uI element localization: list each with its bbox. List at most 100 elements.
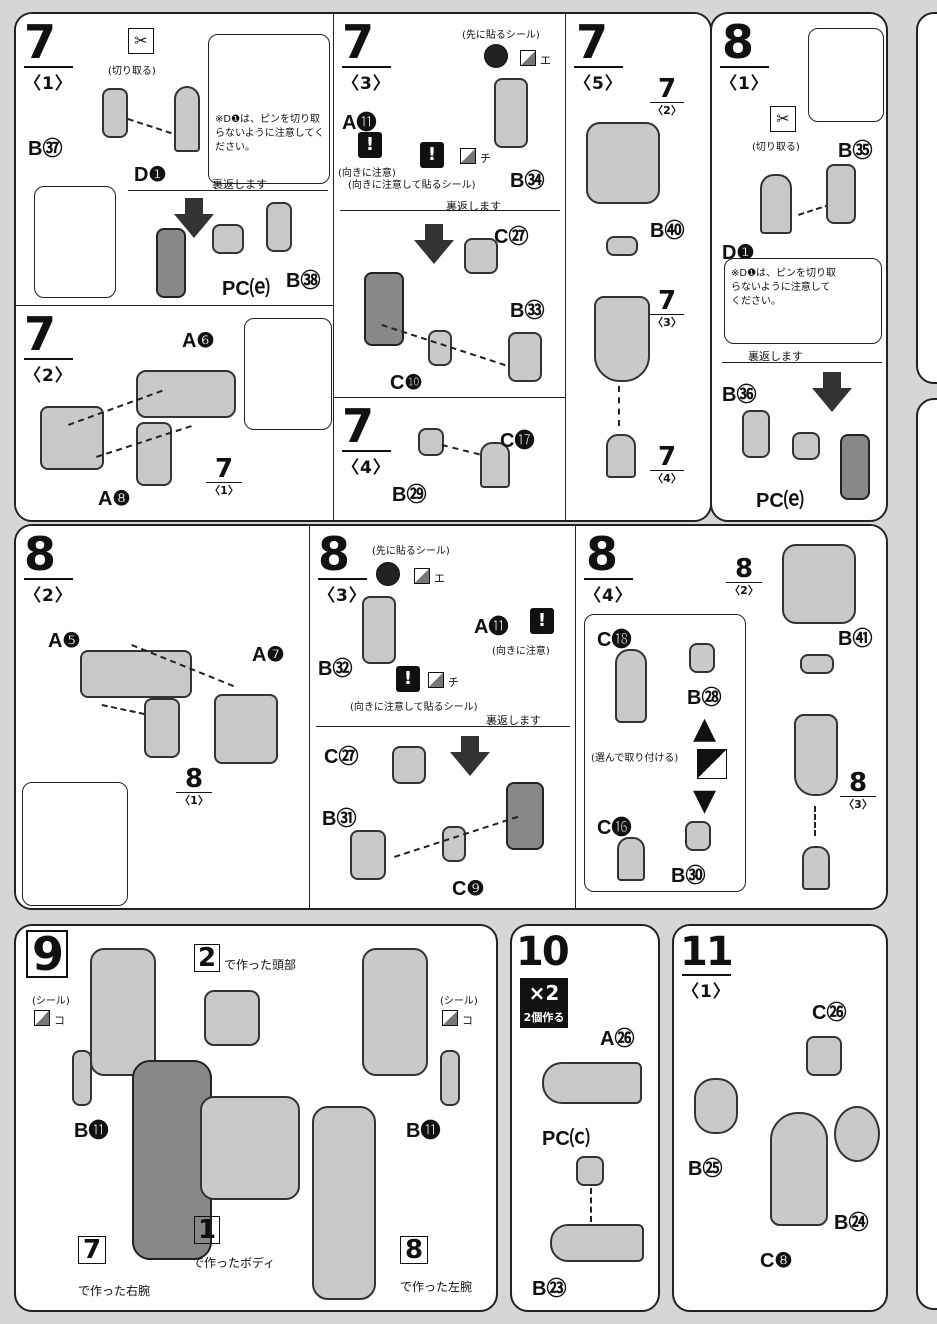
nipper-icon: ✂ (770, 106, 796, 132)
step-number: 7 (342, 15, 374, 69)
part-piece (418, 428, 444, 456)
part-piece (594, 296, 650, 382)
seal-icon (428, 672, 444, 688)
direction-note: (向きに注意) (492, 646, 550, 657)
part-piece (392, 746, 426, 784)
part-piece (806, 1036, 842, 1076)
step-number: 7 (24, 307, 56, 361)
substep-label: 〈4〉 (342, 450, 391, 478)
part-piece (792, 432, 820, 460)
dashed-arrow (127, 118, 172, 135)
step-number: 9 (26, 930, 69, 978)
step-reference: 7 〈3〉 (650, 288, 684, 328)
step-8-4: 8 〈4〉 8 〈2〉 B㊶ C⓲ B㉘ (選んで取り付ける) ▲ ▼ C⓰ B… (576, 526, 886, 908)
seal-note: (シール) (32, 996, 70, 1007)
step-7-2: 7 〈2〉 A❻ A❽ 7 〈1〉 (16, 306, 334, 520)
part-piece (606, 236, 638, 256)
down-arrow (812, 372, 852, 412)
part-piece (550, 1224, 644, 1262)
step-number: 8 (318, 527, 350, 581)
part-label: PC⒠ (756, 490, 804, 512)
ref-number: 1 (197, 1215, 217, 1245)
part-label: C❾ (452, 878, 485, 900)
part-label: C㉖ (812, 1002, 847, 1024)
part-piece (364, 272, 404, 346)
step-7-panel: 7 〈1〉 ✂ (切り取る) B㊲ D❶ ※D❶は、ピンを切り取らないように注意… (14, 12, 712, 522)
seal-code: コ (462, 1014, 473, 1027)
part-label: B㉝ (510, 300, 545, 322)
choose-note: (選んで取り付ける) (591, 753, 679, 764)
multiplier-badge: ×2 (520, 978, 568, 1008)
seal-code: チ (480, 152, 491, 165)
divider (128, 190, 328, 191)
step-reference: 8 〈1〉 (176, 766, 212, 806)
substep-label: 〈2〉 (24, 578, 73, 606)
part-piece (144, 698, 180, 758)
ref-sub: 〈3〉 (840, 796, 876, 810)
part-label: B㉚ (671, 865, 706, 887)
warning-icon: ! (420, 142, 444, 168)
part-piece (782, 544, 856, 624)
step-7-1: 7 〈1〉 ✂ (切り取る) B㊲ D❶ ※D❶は、ピンを切り取らないように注意… (16, 14, 334, 306)
step-9-panel: 9 (シール) コ B⓫ 2 で作った頭部 (シール) コ B⓫ 1 で作ったボ… (14, 924, 498, 1312)
ref-number: 7 (82, 1235, 102, 1265)
part-piece (440, 1050, 460, 1106)
step-reference: 7 〈4〉 (650, 444, 684, 484)
step-8-panel: 8 〈2〉 A❺ A❼ 8 〈1〉 8 〈3〉 (先に貼るシール) エ A⓫ !… (14, 524, 888, 910)
cut-label: (切り取る) (752, 142, 800, 153)
part-piece (840, 434, 870, 500)
step-number: 10 (516, 929, 570, 975)
step-7-3: 7 〈3〉 (先に貼るシール) エ A⓫ ! (向きに注意) ! チ (向きに注… (334, 14, 566, 398)
part-piece (174, 86, 200, 152)
part-piece (542, 1062, 642, 1104)
cut-label: (切り取る) (108, 66, 156, 77)
part-piece (212, 224, 244, 254)
substep-label: 〈1〉 (24, 66, 73, 94)
part-label: A⓫ (474, 616, 509, 638)
part-label: B㊲ (28, 138, 63, 160)
pin-note: ※D❶は、ピンを切り取らないように注意してください。 (215, 114, 325, 153)
dashed-arrow (590, 1188, 592, 1222)
ref-number: 8 (734, 554, 754, 584)
part-piece (442, 826, 466, 862)
step-reference: 7 〈1〉 (206, 456, 242, 496)
divider (340, 210, 560, 211)
divider (316, 726, 570, 727)
step-number: 8 (586, 527, 618, 581)
step-7-5: 7 〈5〉 7 〈2〉 B㊵ 7 〈3〉 7 〈4〉 (566, 14, 710, 520)
step-reference: 8 〈2〉 (726, 556, 762, 596)
part-label: C❿ (390, 372, 423, 394)
body-part (200, 1096, 300, 1200)
right-upper-arm (90, 948, 156, 1076)
left-upper-arm (362, 948, 428, 1076)
part-label: A❼ (252, 644, 285, 666)
part-label: B㊶ (838, 628, 873, 650)
substep-label: 〈5〉 (574, 66, 623, 94)
body-ref: 1 (194, 1216, 220, 1244)
part-label: D❶ (134, 164, 167, 186)
part-piece (362, 596, 396, 664)
nipper-icon: ✂ (128, 28, 154, 54)
part-piece (214, 694, 278, 764)
ref-number: 2 (197, 943, 217, 973)
part-label: C⓰ (597, 817, 632, 839)
seal-icon (460, 148, 476, 164)
part-label: B⓫ (74, 1120, 109, 1142)
turn-over: 裏返します (748, 350, 803, 363)
direction-note: (向きに注意) (338, 168, 396, 179)
part-piece (794, 714, 838, 796)
part-piece (350, 830, 386, 880)
ref-number: 8 (404, 1235, 424, 1265)
part-piece (800, 654, 834, 674)
part-piece (576, 1156, 604, 1186)
ref-number: 7 (657, 442, 677, 472)
part-piece (506, 782, 544, 850)
part-piece (586, 122, 660, 204)
part-piece (40, 406, 104, 470)
substep-label: 〈1〉 (682, 974, 731, 1002)
step-10-panel: 10 ×2 2個作る A㉖ PC⒞ B㉓ (510, 924, 660, 1312)
part-piece (606, 434, 636, 478)
body-caption: で作ったボディ (192, 1256, 276, 1270)
seal-first-note: (先に貼るシール) (372, 546, 450, 557)
part-piece (826, 164, 856, 224)
